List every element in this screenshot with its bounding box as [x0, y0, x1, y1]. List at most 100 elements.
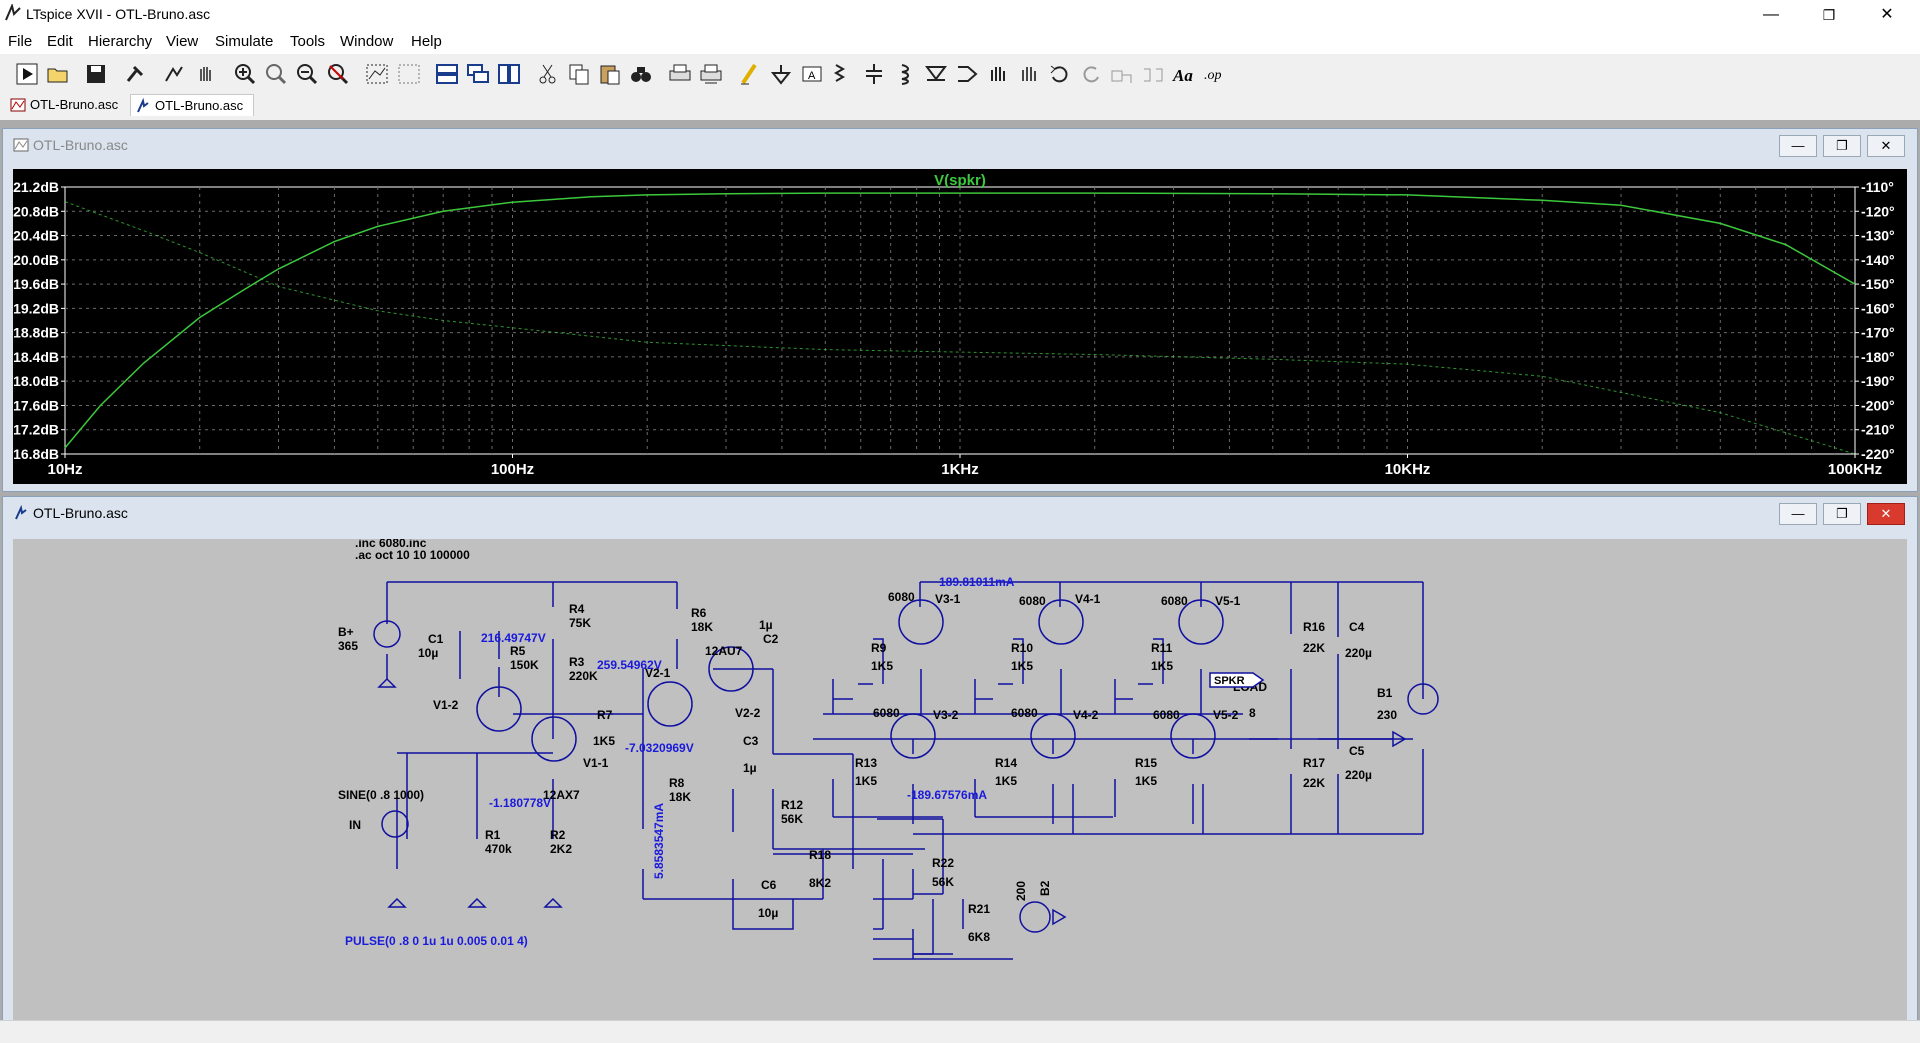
x-tick-label: 100Hz [491, 461, 534, 478]
capacitor-icon[interactable] [861, 61, 887, 87]
control-panel-icon[interactable] [122, 61, 148, 87]
phase-trace [64, 201, 1856, 455]
cut-icon[interactable] [535, 61, 561, 87]
waveform-icon [13, 138, 29, 152]
label-r11: R11 [1151, 641, 1173, 655]
halt-icon[interactable] [161, 61, 187, 87]
bode-plot-chart[interactable]: 21.2dB20.8dB20.4dB20.0dB19.6dB19.2dB18.8… [13, 169, 1907, 484]
rotate-icon[interactable] [1109, 61, 1135, 87]
find-icon[interactable] [628, 61, 654, 87]
run-icon[interactable] [14, 61, 40, 87]
title-bar: LTspice XVII - OTL-Bruno.asc — ❐ ✕ [0, 0, 1920, 30]
tile-horizontal-icon[interactable] [434, 61, 460, 87]
cascade-icon[interactable] [465, 61, 491, 87]
move-icon[interactable] [985, 61, 1011, 87]
pan-hand-icon[interactable] [193, 61, 219, 87]
label-c4: C4 [1349, 620, 1365, 634]
waveform-close-button[interactable]: ✕ [1867, 135, 1905, 157]
operating-point-annotations: 216.49747V 259.54962V -7.0320969V -1.180… [345, 575, 1015, 948]
window-title: LTspice XVII - OTL-Bruno.asc [26, 6, 211, 22]
value-r21: 6K8 [968, 930, 990, 944]
directive-ac: .ac oct 10 10 100000 [355, 548, 470, 562]
tab-schematic-otl-bruno[interactable]: OTL-Bruno.asc [130, 94, 254, 116]
label-b1: B1 [1377, 686, 1393, 700]
inductor-icon[interactable] [892, 61, 918, 87]
value-r10: 1K5 [1011, 659, 1033, 673]
waveform-window-title: OTL-Bruno.asc [33, 137, 128, 153]
annotation-current-1: 189.81011mA [939, 575, 1015, 589]
directive-inc: .inc 6080.inc [355, 539, 427, 550]
schematic-window[interactable]: OTL-Bruno.asc — ❐ ✕ [2, 496, 1918, 1038]
zoom-out-icon[interactable] [294, 61, 320, 87]
value-v2-1: 12AU7 [705, 644, 743, 658]
value-r22: 56K [932, 875, 954, 889]
menu-help[interactable]: Help [411, 33, 442, 50]
schematic-minimize-button[interactable]: — [1779, 503, 1817, 525]
label-r3: R3 [569, 655, 585, 669]
label-net-icon[interactable]: A [799, 61, 825, 87]
schematic-icon [137, 98, 149, 113]
open-icon[interactable] [45, 61, 71, 87]
schematic-maximize-button[interactable]: ❐ [1823, 503, 1861, 525]
draw-wire-icon[interactable] [737, 61, 763, 87]
waveform-maximize-button[interactable]: ❐ [1823, 135, 1861, 157]
text-icon[interactable]: Aa [1171, 61, 1197, 87]
label-v1-1: V1-1 [583, 756, 609, 770]
value-r16: 22K [1303, 641, 1325, 655]
schematic-close-button[interactable]: ✕ [1867, 503, 1905, 525]
svg-text:Aa: Aa [1172, 66, 1193, 85]
waveform-minimize-button[interactable]: — [1779, 135, 1817, 157]
value-r14: 1K5 [995, 774, 1017, 788]
schematic-canvas[interactable]: .inc 6080.inc .ac oct 10 10 100000 B+ 36… [13, 539, 1907, 1032]
value-c2: 1µ [759, 618, 773, 632]
y-tick-label-left: 20.4dB [13, 228, 59, 244]
menu-file[interactable]: File [8, 33, 33, 50]
y-tick-label-right: -150° [1861, 276, 1895, 292]
drag-icon[interactable] [1016, 61, 1042, 87]
spice-directive-icon[interactable]: .op [1202, 61, 1228, 87]
tile-vertical-icon[interactable] [496, 61, 522, 87]
annotation-current-2: -189.67576mA [907, 788, 987, 802]
menu-simulate[interactable]: Simulate [215, 33, 274, 50]
zoom-fit-icon[interactable] [325, 61, 351, 87]
save-icon[interactable] [83, 61, 109, 87]
label-v2-2: V2-2 [735, 706, 761, 720]
component-icon[interactable] [954, 61, 980, 87]
minimize-button[interactable]: — [1763, 6, 1779, 23]
print-setup-icon[interactable] [698, 61, 724, 87]
print-icon[interactable] [667, 61, 693, 87]
undo-icon[interactable] [1047, 61, 1073, 87]
label-r5: R5 [510, 644, 526, 658]
menu-edit[interactable]: Edit [47, 33, 73, 50]
resistor-icon[interactable] [830, 61, 856, 87]
close-button[interactable]: ✕ [1880, 6, 1894, 23]
autorange-icon[interactable] [364, 61, 390, 87]
label-r2: R2 [550, 828, 566, 842]
schematic-drawing[interactable]: .inc 6080.inc .ac oct 10 10 100000 B+ 36… [13, 539, 1907, 1032]
ground-icon[interactable] [768, 61, 794, 87]
mirror-icon[interactable] [1140, 61, 1166, 87]
diode-icon[interactable] [923, 61, 949, 87]
label-c2: C2 [763, 632, 779, 646]
vacuum-tubes [373, 599, 1439, 933]
menu-view[interactable]: View [166, 33, 199, 50]
paste-icon[interactable] [597, 61, 623, 87]
redo-icon[interactable] [1078, 61, 1104, 87]
value-r15: 1K5 [1135, 774, 1157, 788]
zoom-area-icon[interactable] [263, 61, 289, 87]
menu-hierarchy[interactable]: Hierarchy [88, 33, 153, 50]
y-tick-label-right: -130° [1861, 228, 1895, 244]
x-tick-label: 100KHz [1828, 461, 1882, 478]
menu-tools[interactable]: Tools [290, 33, 326, 50]
restore-button[interactable]: ❐ [1822, 7, 1836, 23]
zoom-in-icon[interactable] [232, 61, 258, 87]
mark-unused-icon[interactable] [396, 61, 422, 87]
tab-plot-otl-bruno[interactable]: OTL-Bruno.asc [6, 94, 126, 116]
pulse-source-value: PULSE(0 .8 0 1u 1u 0.005 0.01 4) [345, 934, 528, 948]
menu-window[interactable]: Window [340, 33, 394, 50]
status-bar [0, 1020, 1920, 1043]
copy-icon[interactable] [566, 61, 592, 87]
label-v5-2: V5-2 [1213, 708, 1239, 722]
